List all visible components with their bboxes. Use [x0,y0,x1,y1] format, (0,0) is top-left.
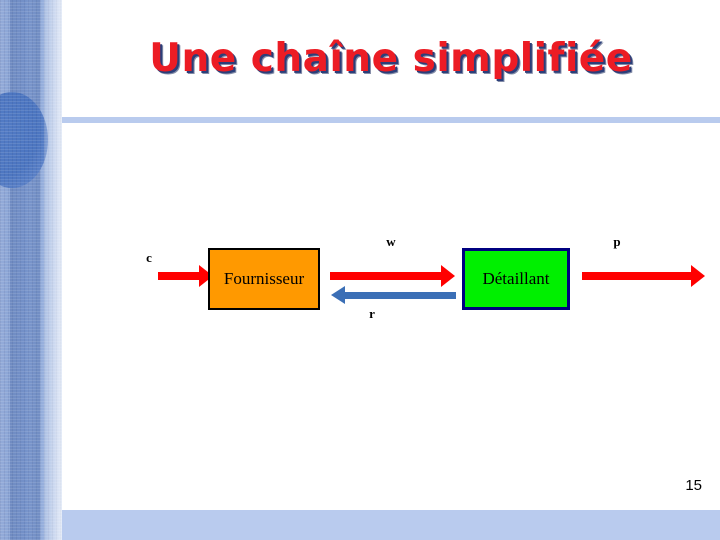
arrow-label-p: p [613,234,621,249]
arrow-w [330,265,455,287]
node-fournisseur-label: Fournisseur [223,269,305,288]
node-fournisseur: Fournisseur [208,248,320,310]
node-detaillant: Détaillant [462,248,570,310]
page-number: 15 [685,477,702,494]
band-light-column [44,0,62,540]
slide-title: Une chaîne simplifiée [149,36,633,81]
arrow-c [158,265,213,287]
arrow-r [331,286,456,304]
decorative-bottom-band [62,510,720,540]
arrow-label-c: c [146,250,152,265]
node-detaillant-label: Détaillant [482,269,550,288]
arrow-label-r: r [369,306,375,321]
arrow-p [582,265,705,287]
arrow-label-w: w [386,234,396,249]
band-dark-stripe [10,0,40,540]
title-divider [62,117,720,123]
decorative-left-band [0,0,62,540]
